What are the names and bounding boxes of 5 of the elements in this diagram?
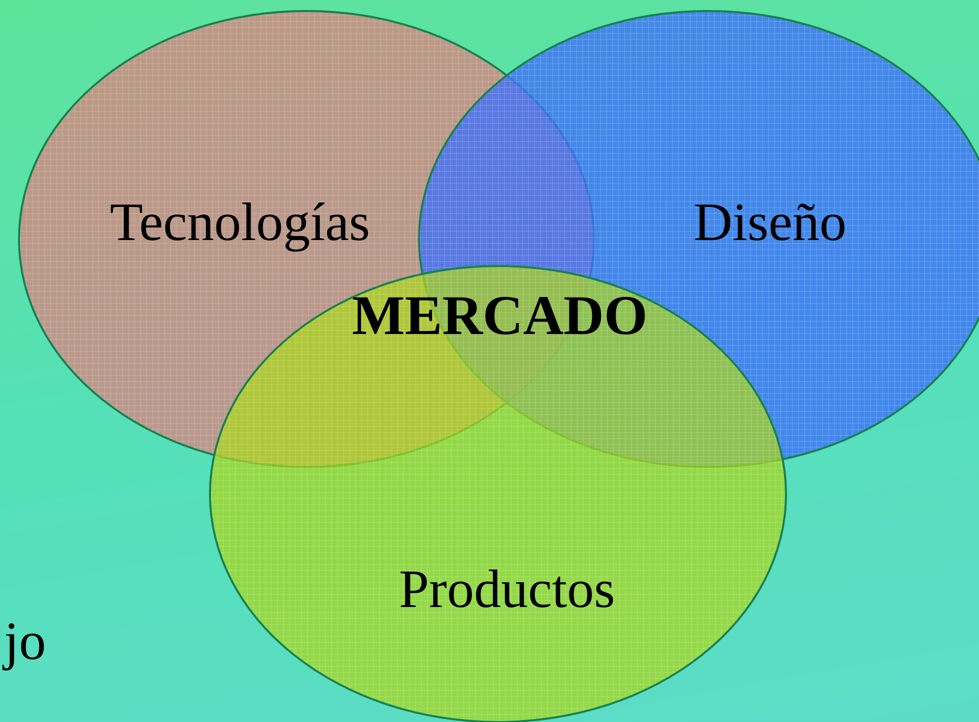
- set-label: Tecnologías: [110, 191, 370, 253]
- intersection-label: MERCADO: [352, 284, 648, 348]
- partial-text: jo: [4, 610, 46, 672]
- set-label: Diseño: [694, 191, 846, 253]
- set-label: Productos: [399, 558, 615, 620]
